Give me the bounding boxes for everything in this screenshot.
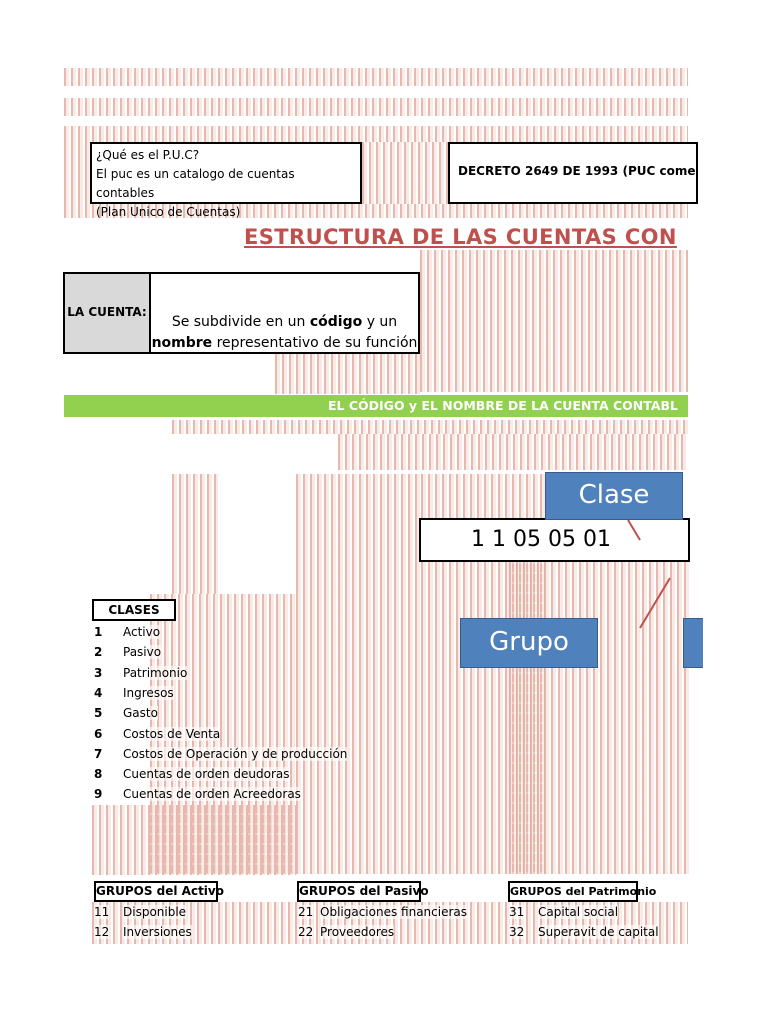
item-number: 22 [298,925,314,939]
item-number: 1 [94,625,103,639]
grupos-patrimonio-header: GRUPOS del Patrimonio [508,881,656,902]
item-label: Inversiones [123,925,192,939]
watermark-band-top-3 [64,126,688,142]
watermark-band-top-1 [64,68,688,86]
item-number: 6 [94,726,103,741]
decreto-box: DECRETO 2649 DE 1993 (PUC comerciant [448,142,698,204]
watermark-band-top-2 [64,98,688,116]
watermark-strip-1 [172,420,688,434]
desc-post: representativo de su función [212,335,418,351]
item-label: Cuentas de orden deudoras [123,767,290,782]
item-label: Disponible [123,905,187,919]
item-number: 32 [509,925,525,939]
grupos-activo-header: GRUPOS del Activo [94,881,224,902]
item-number: 8 [94,767,103,782]
watermark-under-cuenta [275,354,420,394]
watermark-col-d [509,562,689,874]
puc-definition-box: ¿Qué es el P.U.C? El puc es un catalogo … [90,142,362,219]
puc-definition-text: El puc es un catalogo de cuentas contabl… [96,167,295,200]
watermark-bottom-left [92,805,296,875]
page-title: ESTRUCTURA DE LAS CUENTAS CON [242,225,679,249]
item-label: Proveedores [320,925,395,939]
section-banner: EL CÓDIGO y EL NOMBRE DE LA CUENTA CONTA… [64,395,688,417]
clase-callout: Clase [545,472,683,520]
item-label: Capital social [538,905,619,919]
item-number: 12 [94,925,110,939]
watermark-col-b [296,474,421,874]
desc-mid: y un [362,314,398,330]
item-number: 2 [94,645,103,660]
item-label: Superavit de capital [538,925,659,939]
item-number: 11 [94,905,110,919]
decreto-text: DECRETO 2649 DE 1993 (PUC comerciant [458,164,698,178]
puc-question: ¿Qué es el P.U.C? [96,148,200,162]
item-number: 4 [94,685,103,700]
item-label: Patrimonio [123,665,188,680]
account-code-example: 1 1 05 05 01 [419,518,690,562]
item-label: Costos de Operación y de producción [123,746,348,761]
la-cuenta-description: Se subdivide en un código y un nombre re… [149,272,420,354]
cuenta-callout-partial [683,618,703,668]
watermark-band-top-4 [64,204,688,218]
item-label: Costos de Venta [123,726,221,741]
item-label: Activo [123,625,161,639]
clases-header: CLASES [92,599,176,621]
puc-acronym: (Plan Unico de Cuentas) [96,205,241,219]
item-number: 7 [94,746,103,761]
item-label: Cuentas de orden Acreedoras [123,787,301,802]
item-number: 31 [509,905,525,919]
item-number: 21 [298,905,314,919]
item-label: Ingresos [123,685,174,700]
grupos-pasivo-header: GRUPOS del Pasivo [297,881,429,902]
desc-pre: Se subdivide en un [171,314,310,330]
la-cuenta-label: LA CUENTA: [63,272,151,354]
desc-bold-codigo: código [309,314,363,330]
item-label: Obligaciones financieras [320,905,468,919]
desc-bold-nombre: nombre [151,335,213,351]
watermark-strip-2 [338,434,688,470]
watermark-gap-top [362,142,448,204]
item-number: 5 [94,706,103,721]
item-number: 9 [94,787,103,802]
watermark-right-block [420,250,688,392]
item-number: 3 [94,665,103,680]
watermark-column-left-top [64,142,90,204]
watermark-col-a [172,474,218,594]
item-label: Pasivo [123,645,162,660]
grupo-callout: Grupo [460,618,598,668]
item-label: Gasto [123,706,158,721]
